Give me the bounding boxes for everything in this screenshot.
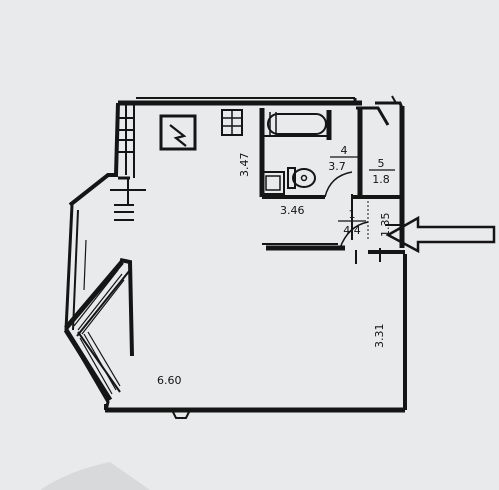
door-swing (339, 221, 369, 249)
toilet-icon (292, 168, 316, 188)
room-area: 4.4 (343, 224, 361, 237)
lightning-icon (169, 124, 187, 147)
dimension-labels: 3.47 3.46 1.35 3.31 6.60 (157, 153, 392, 388)
dimension-hall-height: 1.35 (379, 213, 392, 238)
room-area: 1.8 (372, 173, 390, 186)
bathtub-icon (267, 113, 327, 135)
dimension-bath-width: 3.46 (280, 204, 305, 217)
room-labels: 4 3.7 5 1.8 1 4.4 (328, 144, 395, 237)
outer-walls (63, 95, 407, 419)
bay-window-glazing (73, 239, 125, 395)
room-number: 4 (341, 144, 348, 157)
dimension-room-width: 6.60 (157, 374, 182, 387)
washbasin-icon (261, 171, 285, 195)
fixtures (159, 109, 369, 249)
dimension-room-depth: 3.31 (373, 324, 386, 349)
toilet-tank (287, 167, 296, 189)
room-number: 1 (349, 208, 356, 221)
arrow-left-icon (385, 215, 496, 254)
paper-shadow (40, 462, 150, 490)
door-swing (324, 171, 353, 198)
room-area: 3.7 (328, 160, 346, 173)
electric-panel-icon (159, 114, 197, 151)
dimension-main-height: 3.47 (238, 153, 251, 178)
room-number: 5 (378, 157, 385, 170)
